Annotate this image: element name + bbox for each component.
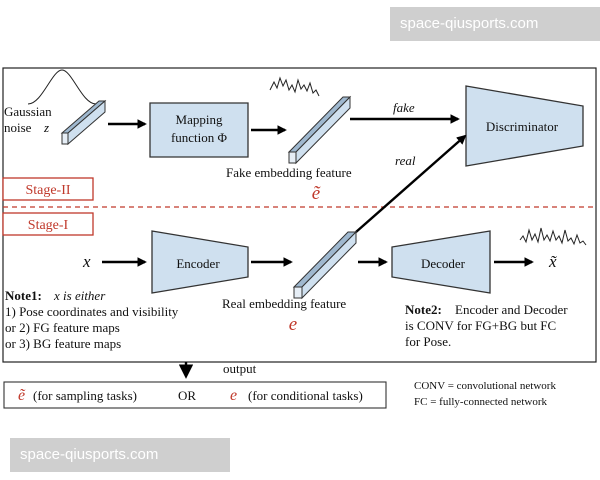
gaussian-curve — [27, 69, 97, 105]
input-x-symbol: x — [82, 252, 91, 271]
svg-text:Note1:: Note1: — [5, 288, 42, 303]
svg-text:or 3) BG feature maps: or 3) BG feature maps — [5, 336, 121, 351]
result-box: ẽ (for sampling tasks) OR e (for conditi… — [3, 381, 387, 409]
real-embedding-label: Real embedding feature — [222, 296, 346, 311]
fake-embedding-symbol: ẽ — [312, 183, 321, 204]
svg-text:for Pose.: for Pose. — [405, 334, 451, 349]
noise-vector — [60, 99, 107, 146]
svg-text:CONV = convolutional network: CONV = convolutional network — [414, 380, 556, 392]
fake-embedding-vector — [287, 95, 352, 165]
watermark-bottom: space-qiusports.com — [10, 438, 230, 472]
gaussian-z-symbol: z — [43, 120, 49, 135]
output-label: output — [223, 361, 257, 376]
note2: Note2: Encoder and Decoder is CONV for F… — [405, 302, 568, 349]
edge-fake-label: fake — [393, 100, 415, 115]
svg-text:Stage-II: Stage-II — [25, 183, 70, 198]
fake-wave-icon — [269, 76, 320, 97]
svg-text:ẽ: ẽ — [18, 387, 26, 404]
abbreviation-legend: CONV = convolutional network FC = fully-… — [414, 380, 556, 408]
encoder-block: Encoder — [151, 230, 249, 294]
mapping-function-block: Mapping function Φ — [149, 102, 249, 158]
svg-text:or 2) FG feature maps: or 2) FG feature maps — [5, 320, 120, 335]
decoder-block: Decoder — [391, 230, 491, 294]
gaussian-label-line2: noise — [4, 120, 32, 135]
note1: Note1: x is either 1) Pose coordinates a… — [5, 288, 179, 351]
svg-text:(for sampling tasks): (for sampling tasks) — [33, 388, 137, 403]
output-xtilde-symbol: x̃ — [548, 252, 557, 271]
fake-embedding-label: Fake embedding feature — [226, 165, 352, 180]
real-embedding-vector — [292, 230, 358, 300]
svg-text:e: e — [230, 387, 237, 404]
svg-text:function Φ: function Φ — [171, 130, 228, 145]
edge-real-label: real — [395, 153, 416, 168]
real-embedding-symbol: e — [289, 314, 297, 335]
stage1-label: Stage-I — [2, 212, 94, 236]
svg-text:FC = fully-connected network: FC = fully-connected network — [414, 396, 547, 408]
svg-text:(for conditional tasks): (for conditional tasks) — [248, 388, 363, 403]
svg-text:Discriminator: Discriminator — [486, 119, 559, 134]
svg-text:1) Pose coordinates and visibi: 1) Pose coordinates and visibility — [5, 304, 179, 319]
svg-text:is CONV for FG+BG but FC: is CONV for FG+BG but FC — [405, 318, 556, 333]
stage2-label: Stage-II — [2, 177, 94, 201]
svg-text:Mapping: Mapping — [176, 112, 223, 127]
output-wave-icon — [519, 227, 587, 246]
svg-text:x is either: x is either — [53, 288, 106, 303]
gaussian-label-line1: Gaussian — [4, 104, 52, 119]
svg-text:Encoder: Encoder — [176, 256, 220, 271]
svg-text:Encoder and Decoder: Encoder and Decoder — [455, 302, 568, 317]
svg-text:Stage-I: Stage-I — [28, 218, 69, 233]
svg-text:OR: OR — [178, 388, 196, 403]
svg-text:Note2:: Note2: — [405, 302, 442, 317]
watermark-top: space-qiusports.com — [390, 7, 600, 41]
discriminator-block: Discriminator — [465, 85, 584, 167]
arrow-real-to-discriminator — [355, 134, 467, 233]
svg-text:Decoder: Decoder — [421, 256, 466, 271]
